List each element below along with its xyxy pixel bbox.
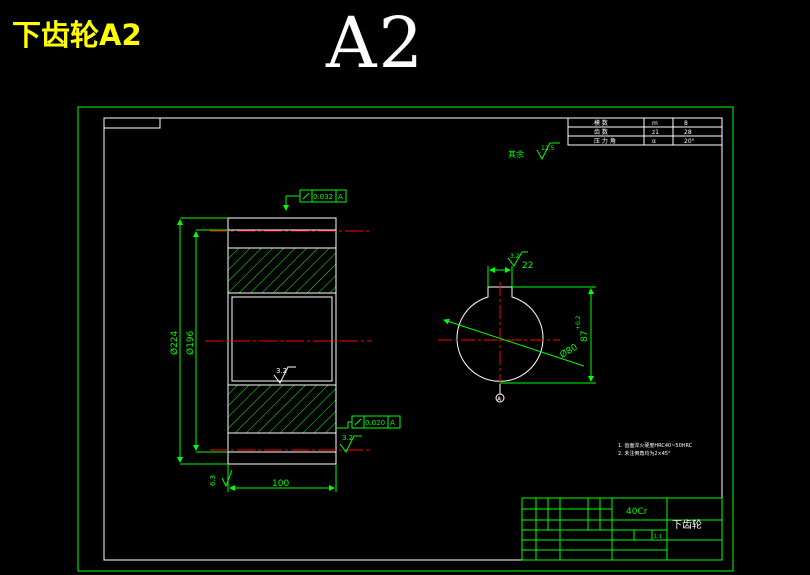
roughness-symbol-face	[339, 435, 362, 453]
tolerance-frame-top	[299, 189, 347, 203]
dim-outer-diameter: Ø224	[169, 330, 180, 355]
technical-notes: 1. 齿面淬火硬度HRC40~50HRC 2. 未注倒角均为2×45°	[618, 442, 693, 457]
title-part-name: 下齿轮	[672, 518, 702, 531]
datum-label: A	[497, 396, 502, 403]
param-name-0: 模 数	[594, 119, 608, 127]
roughness-keyway-value: 3.2	[510, 253, 520, 260]
param-symbol-0: m	[652, 120, 658, 127]
param-symbol-2: α	[652, 138, 656, 145]
outer-border	[77, 106, 734, 572]
roughness-face-value: 3.2	[342, 434, 353, 442]
gear-front-section	[205, 217, 372, 465]
inner-border	[103, 117, 723, 561]
note-1: 1. 齿面淬火硬度HRC40~50HRC	[618, 442, 693, 449]
hatch-lower	[227, 384, 337, 434]
param-value-2: 20°	[684, 138, 695, 145]
param-name-1: 齿 数	[594, 128, 608, 136]
gear-side-view: A	[438, 282, 560, 403]
tolerance-bottom-datum: A	[390, 419, 395, 427]
side-dimensions: 22 3.2 Ø80 87 +0.2	[443, 251, 596, 384]
general-roughness-value: 12.5	[541, 145, 555, 152]
gear-params-table: 模 数 m 8 齿 数 z1 28 压 力 角 α 20°	[567, 117, 723, 146]
drawing-caption: 下齿轮A2	[12, 18, 142, 52]
code-box	[103, 117, 161, 129]
tolerance-top-datum: A	[338, 193, 343, 201]
note-2: 2. 未注倒角均为2×45°	[618, 450, 671, 457]
dim-keyway-tolerance: +0.2	[575, 315, 582, 330]
bore-outline	[456, 286, 544, 382]
datum-circle	[495, 393, 505, 403]
param-symbol-1: z1	[652, 129, 659, 136]
param-value-0: 8	[684, 120, 688, 127]
front-dimensions: Ø224 Ø196 100 6.3 0.032 A 0.020 A 3.2	[169, 189, 401, 492]
dim-keyway-depth: 87	[580, 331, 590, 342]
roughness-symbol-bore	[273, 366, 296, 384]
title-block: 40Cr 下齿轮 1:1	[521, 497, 723, 561]
hatch-upper	[227, 247, 337, 294]
dim-keyway-width: 22	[522, 261, 533, 271]
dim-width: 100	[272, 479, 289, 489]
general-roughness-label: 其余	[508, 149, 524, 159]
general-roughness: 其余 12.5	[508, 142, 560, 161]
title-scale: 1:1	[654, 534, 662, 540]
dim-chamfer: 6.3	[209, 475, 217, 486]
tolerance-bottom-value: 0.020	[365, 419, 385, 427]
param-value-1: 28	[684, 129, 692, 136]
title-material: 40Cr	[626, 507, 648, 517]
dim-root-diameter: Ø196	[185, 330, 196, 355]
param-name-2: 压 力 角	[594, 137, 616, 145]
sheet-size-label: A2	[326, 2, 426, 84]
dim-bore-diameter: Ø80	[558, 342, 580, 361]
tolerance-top-value: 0.032	[313, 193, 333, 201]
tolerance-frame-bottom	[351, 415, 401, 429]
roughness-symbol-keyway	[507, 251, 528, 267]
roughness-bore-value: 3.2	[276, 367, 287, 375]
